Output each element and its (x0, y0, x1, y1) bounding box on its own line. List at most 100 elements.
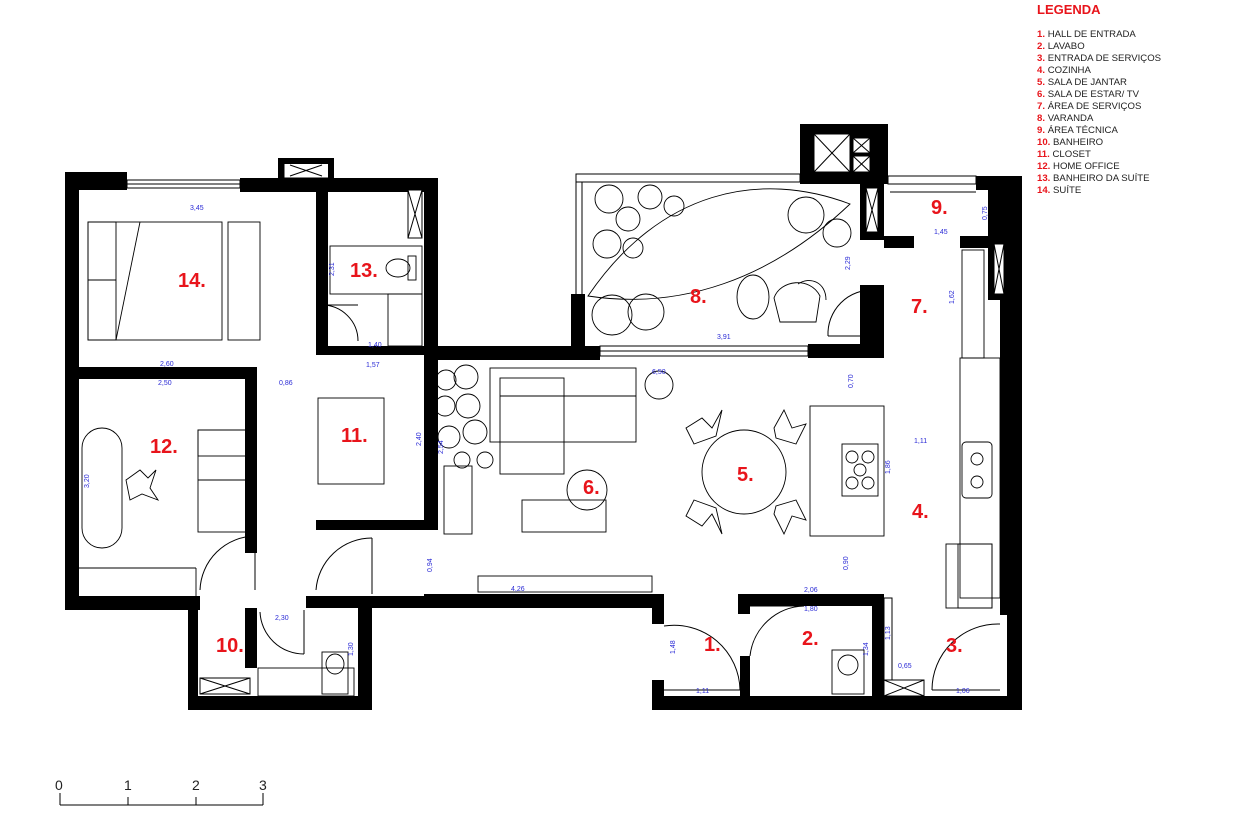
room-label-5: 5. (737, 464, 754, 486)
legend-item-label: SALA DE ESTAR/ TV (1047, 89, 1140, 100)
furniture (79, 184, 1001, 697)
room-label-12: 12. (150, 436, 178, 458)
legend-item: 7. ÁREA DE SERVIÇOS (1037, 101, 1232, 113)
legend-item: 14. SUÍTE (1037, 185, 1232, 197)
legend-item-number: 6. (1037, 89, 1046, 100)
room-label-13: 13. (350, 260, 378, 282)
room-label-3: 3. (946, 635, 963, 657)
room-label-14: 14. (178, 270, 206, 292)
dimension-label: 2,50 (158, 380, 172, 387)
room-label-1: 1. (704, 634, 721, 656)
legend-item: 13. BANHEIRO DA SUÍTE (1037, 173, 1232, 185)
dimension-label: 1,30 (348, 642, 355, 656)
dimension-label: 0,90 (843, 556, 850, 570)
legend-item: 5. SALA DE JANTAR (1037, 77, 1232, 89)
legend-item-number: 12. (1037, 161, 1051, 172)
dimension-label: 2,60 (160, 361, 174, 368)
legend-item-number: 3. (1037, 53, 1046, 64)
dimension-label: 1,11 (914, 438, 927, 445)
legend-item: 4. COZINHA (1037, 65, 1232, 77)
dimension-label: 0,65 (898, 663, 912, 670)
dimension-label: 1,13 (885, 626, 892, 640)
legend-item-label: HOME OFFICE (1053, 161, 1120, 172)
scale-tick-1: 1 (124, 777, 132, 793)
dimension-label: 0,86 (279, 380, 293, 387)
legend-item-number: 14. (1037, 185, 1051, 196)
legend-item-label: ÁREA DE SERVIÇOS (1047, 101, 1142, 112)
room-label-9: 9. (931, 197, 948, 219)
legend-item-number: 7. (1037, 101, 1046, 112)
dimension-label: 4,26 (511, 586, 525, 593)
legend-item-label: VARANDA (1047, 113, 1094, 124)
room-label-4: 4. (912, 501, 929, 523)
dimension-label: 2,31 (329, 262, 336, 276)
dimension-label: 3,91 (717, 334, 731, 341)
legend-item: 1. HALL DE ENTRADA (1037, 29, 1232, 41)
dimension-label: 3,20 (84, 474, 91, 488)
dimension-label: 3,45 (190, 205, 204, 212)
legend-item-label: SALA DE JANTAR (1047, 77, 1127, 88)
legend-item-number: 4. (1037, 65, 1046, 76)
dimension-label: 0,75 (982, 206, 989, 220)
legend-item-label: SUÍTE (1053, 185, 1082, 196)
room-label-11: 11. (341, 425, 368, 447)
room-label-2: 2. (802, 628, 819, 650)
dimension-label: 2,40 (416, 432, 423, 446)
legend-item-number: 11. (1037, 149, 1050, 160)
dimension-label: 0,94 (427, 558, 434, 572)
legend-item: 12. HOME OFFICE (1037, 161, 1232, 173)
legend-item: 11. CLOSET (1037, 149, 1232, 161)
scale-tick-3: 3 (259, 777, 267, 793)
dimension-label: 1,48 (670, 640, 677, 654)
legend-item-number: 5. (1037, 77, 1046, 88)
legend-item-label: ÁREA TÉCNICA (1047, 125, 1118, 136)
doors (199, 289, 1001, 691)
dimension-label: 1,11 (696, 688, 709, 695)
legend-item-number: 13. (1037, 173, 1051, 184)
room-labels: 1. 2. 3. 4. 5. 6. 7. 8. 9. 10. 11. 12. 1… (150, 197, 963, 657)
legend-item: 6. SALA DE ESTAR/ TV (1037, 89, 1232, 101)
legend-item-label: CLOSET (1052, 149, 1091, 160)
legend-item-label: HALL DE ENTRADA (1047, 29, 1136, 40)
legend-item: 2. LAVABO (1037, 41, 1232, 53)
legend-item-label: BANHEIRO (1053, 137, 1104, 148)
dimension-label: 2,54 (438, 440, 445, 454)
legend-item-number: 2. (1037, 41, 1046, 52)
dimension-label: 0,70 (848, 374, 855, 388)
room-label-8: 8. (690, 286, 707, 308)
legend-item: 3. ENTRADA DE SERVIÇOS (1037, 53, 1232, 65)
dimension-label: 2,30 (275, 615, 289, 622)
dimension-label: 1,45 (934, 229, 948, 236)
legend-item-number: 1. (1037, 29, 1046, 40)
room-label-6: 6. (583, 477, 600, 499)
legend-item-label: COZINHA (1047, 65, 1091, 76)
dimension-label: 1,57 (366, 362, 380, 369)
room-label-7: 7. (911, 296, 928, 318)
dimension-label: 2,29 (845, 256, 852, 270)
balcony-railing (575, 173, 800, 296)
scale-bar: 0 1 2 3 (55, 777, 267, 806)
dimension-label: 1,40 (368, 342, 382, 349)
legend-item: 9. ÁREA TÉCNICA (1037, 125, 1232, 137)
scale-tick-2: 2 (192, 777, 200, 793)
legend-item-number: 9. (1037, 125, 1046, 136)
legend-title: LEGENDA (1037, 2, 1101, 17)
dimension-label: 1,80 (804, 606, 818, 613)
scale-tick-0: 0 (55, 777, 63, 793)
dimension-labels: 3,45 2,31 1,40 2,60 2,50 0,86 1,57 2,40 … (84, 205, 989, 695)
legend-item-number: 10. (1037, 137, 1051, 148)
shafts (199, 133, 1005, 697)
legend-item: 8. VARANDA (1037, 113, 1232, 125)
dimension-label: 6,50 (652, 369, 666, 376)
legend-item: 10. BANHEIRO (1037, 137, 1232, 149)
dimension-label: 2,06 (804, 587, 818, 594)
legend-item-number: 8. (1037, 113, 1046, 124)
dimension-label: 1,86 (885, 460, 892, 474)
walls (65, 124, 1022, 710)
legend-item-label: LAVABO (1047, 41, 1085, 52)
windows (66, 173, 977, 669)
legend-item-label: BANHEIRO DA SUÍTE (1053, 173, 1150, 184)
